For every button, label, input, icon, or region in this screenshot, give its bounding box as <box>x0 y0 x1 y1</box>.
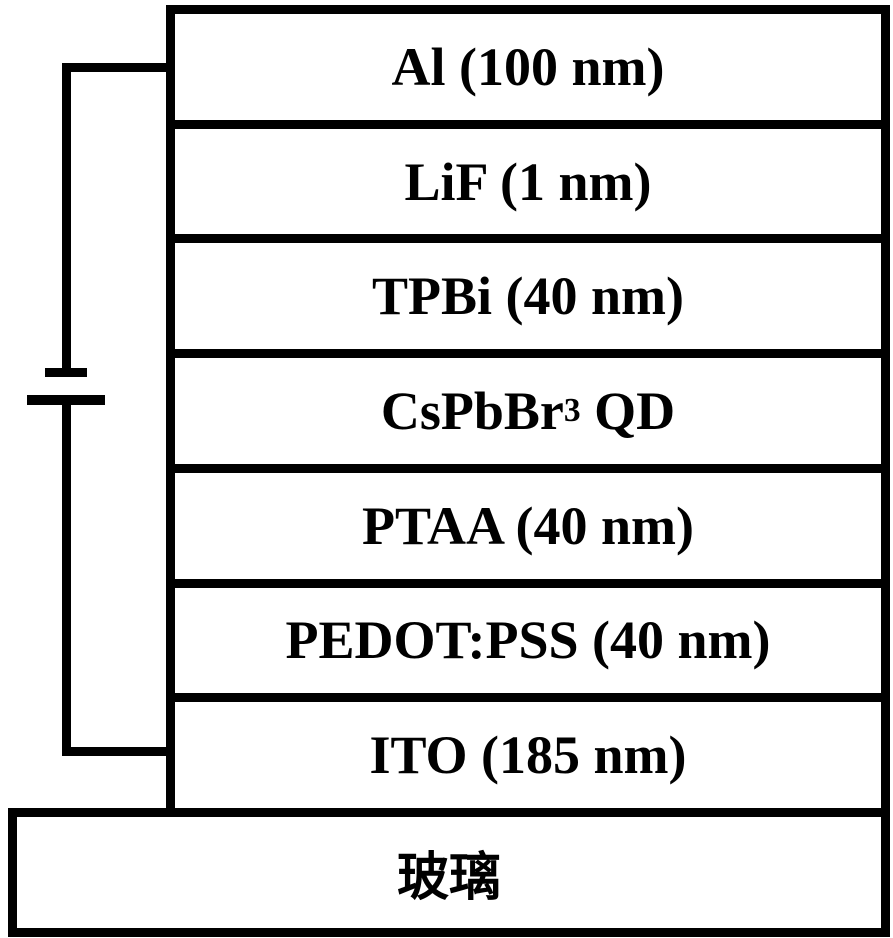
layer-label: CsPbBr <box>380 381 564 442</box>
wire-left-lower <box>62 400 71 756</box>
substrate-label: 玻璃 <box>396 850 501 907</box>
layer-stack: Al (100 nm) LiF (1 nm) TPBi (40 nm) CsPb… <box>166 5 890 817</box>
layer-al: Al (100 nm) <box>175 14 881 129</box>
layer-ptaa: PTAA (40 nm) <box>175 473 881 588</box>
layer-label: TPBi (40 nm) <box>371 266 684 327</box>
layer-ito: ITO (185 nm) <box>175 702 881 808</box>
wire-top-horizontal <box>62 63 175 72</box>
layer-pedot-pss: PEDOT:PSS (40 nm) <box>175 588 881 703</box>
layer-label: ITO (185 nm) <box>369 725 687 786</box>
battery-short-bar <box>45 368 87 377</box>
wire-bottom-horizontal <box>62 747 175 756</box>
layer-label: LiF (1 nm) <box>404 151 652 212</box>
wire-left-upper <box>62 63 71 377</box>
substrate-glass: 玻璃 <box>8 808 890 937</box>
layer-label: PEDOT:PSS (40 nm) <box>285 610 771 671</box>
layer-tpbi: TPBi (40 nm) <box>175 243 881 359</box>
layer-label: PTAA (40 nm) <box>362 495 694 556</box>
layer-lif: LiF (1 nm) <box>175 129 881 244</box>
layer-label: Al (100 nm) <box>391 36 665 97</box>
